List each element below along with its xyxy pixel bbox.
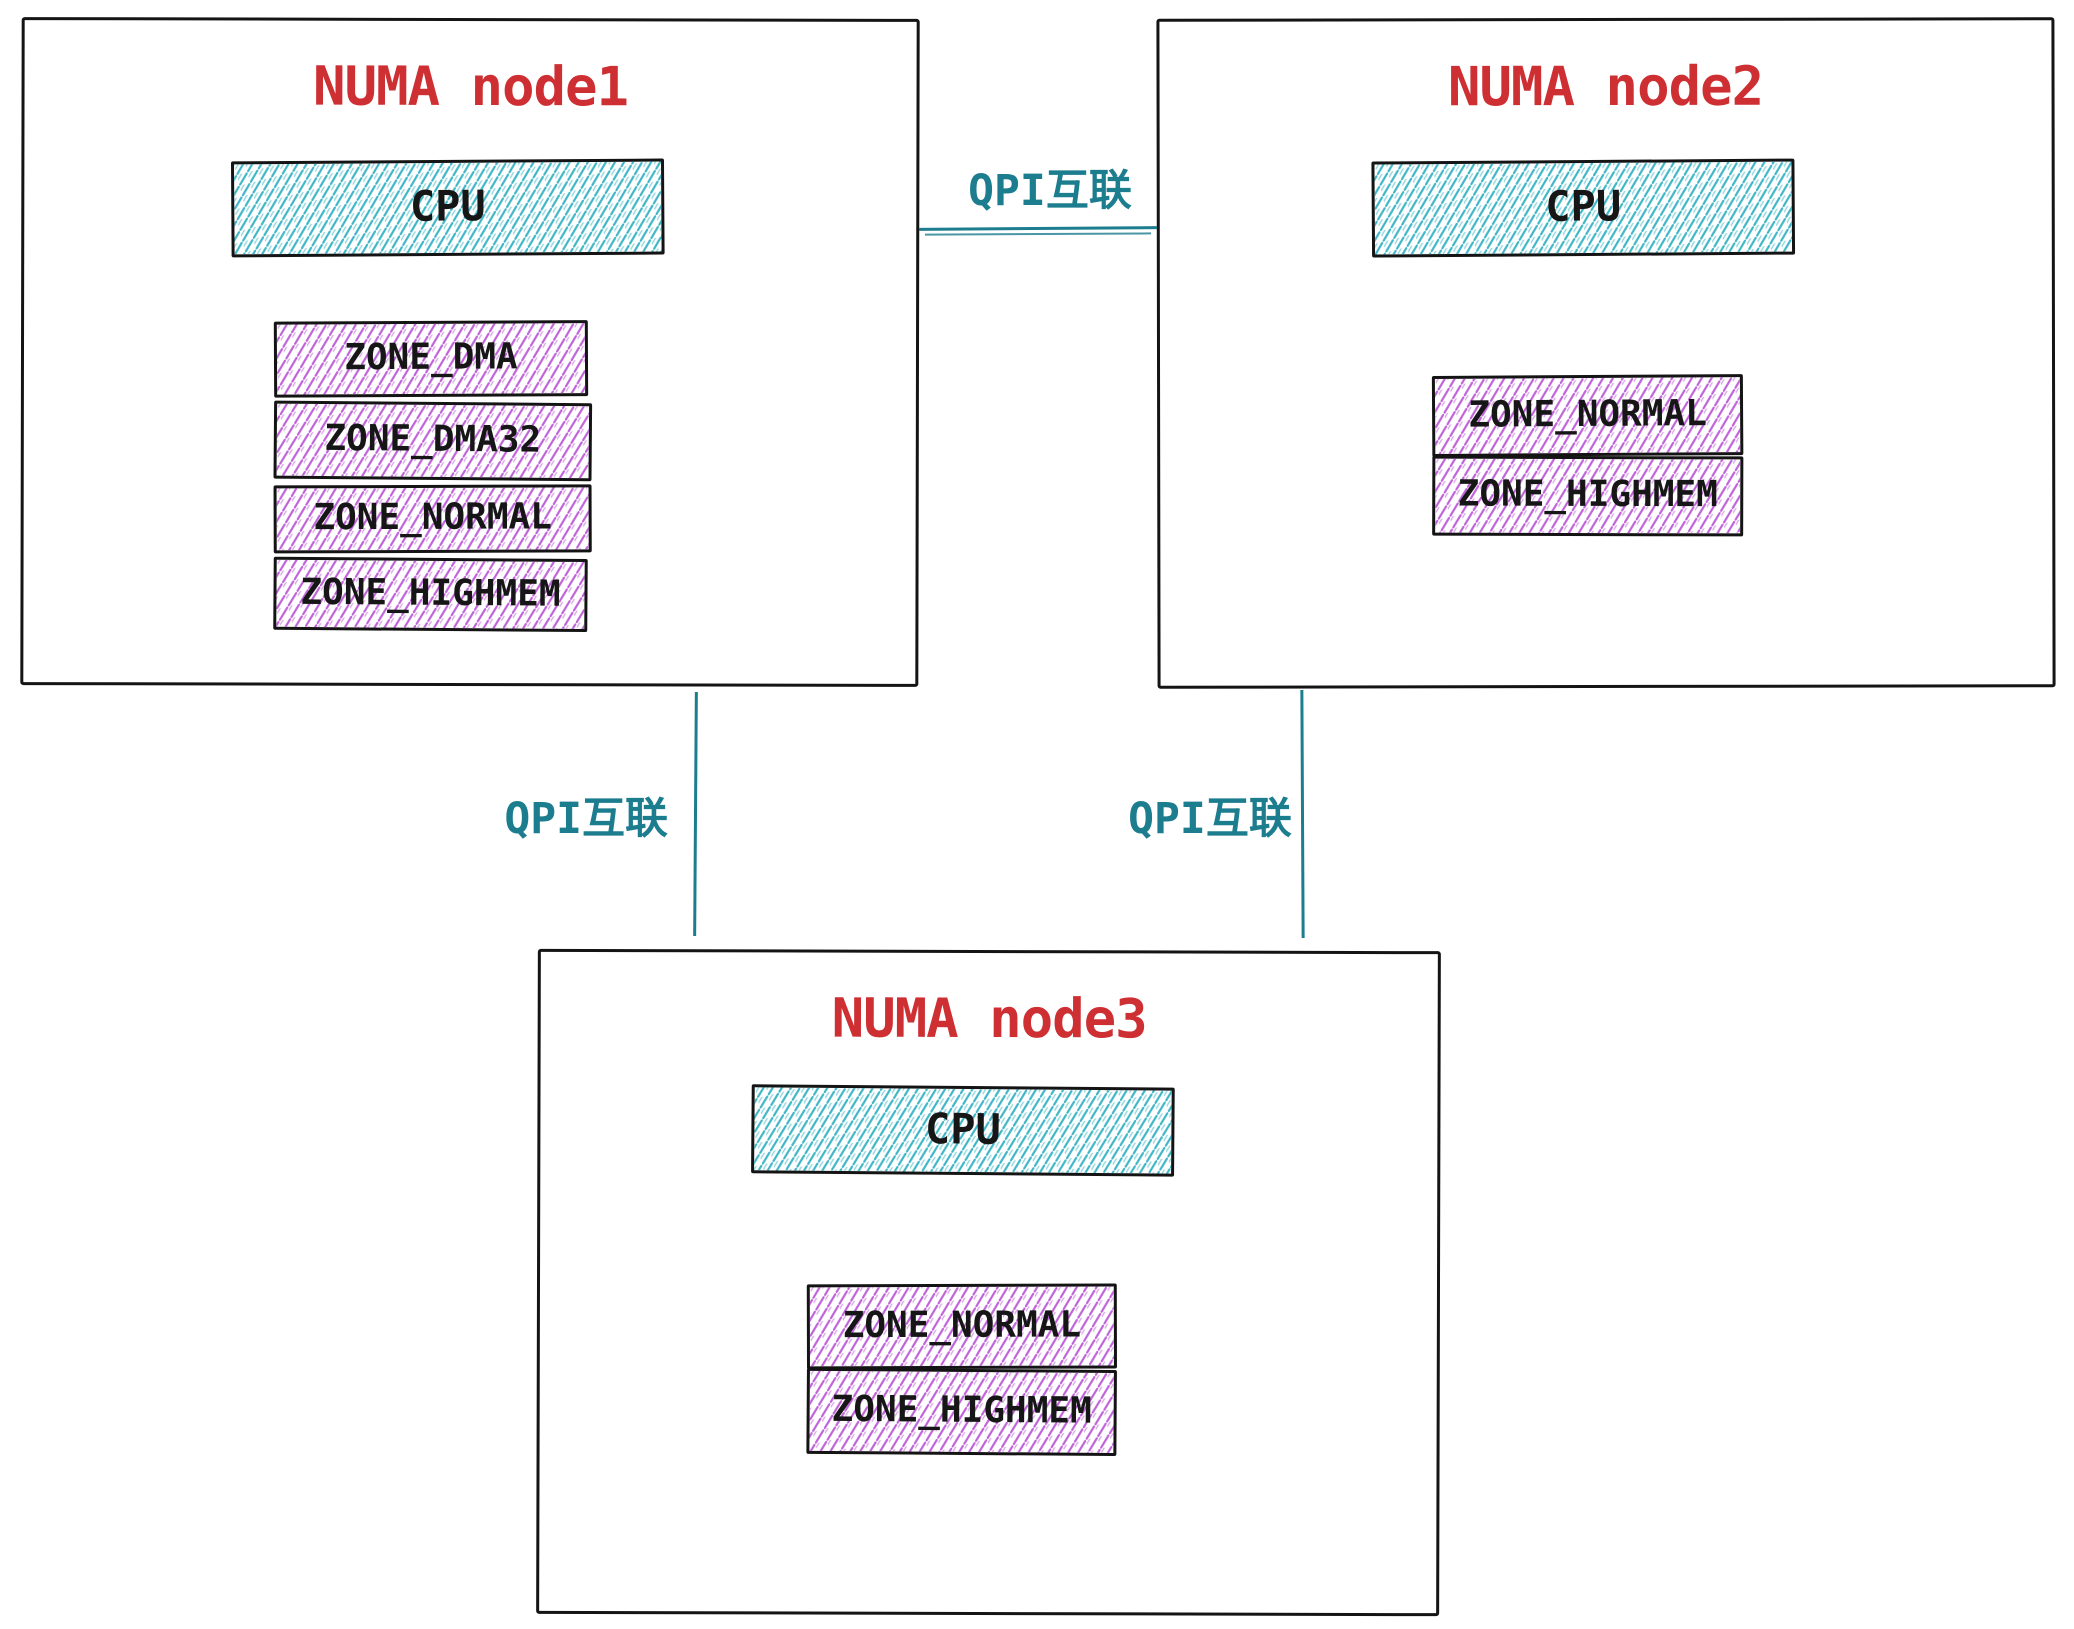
cpu-hatch-fill (754, 1087, 1172, 1174)
node1-zone-normal-box: ZONE_NORMAL (273, 484, 592, 554)
cpu-hatch-fill (234, 161, 662, 255)
node1-cpu-label: CPU (409, 181, 486, 231)
numa-node3-box: NUMA node3 CPU ZONE_NORMAL ZONE_HIGHMEM (536, 948, 1441, 1617)
node2-zone-highmem-label: ZONE_HIGHMEM (1457, 473, 1718, 516)
node3-zone-normal-box: ZONE_NORMAL (806, 1283, 1117, 1370)
node3-cpu-box: CPU (751, 1084, 1175, 1177)
qpi-link-line-node2-node3 (1300, 689, 1305, 939)
node3-cpu-label: CPU (924, 1103, 1002, 1154)
node1-zone-normal-label: ZONE_NORMAL (313, 496, 552, 539)
node2-zone-normal-label: ZONE_NORMAL (1468, 392, 1707, 436)
zone-hatch-fill (1435, 458, 1741, 534)
zone-hatch-fill (276, 323, 586, 395)
node3-zone-normal-label: ZONE_NORMAL (842, 1303, 1082, 1346)
node2-zone-highmem-box: ZONE_HIGHMEM (1432, 455, 1744, 537)
node1-zone-highmem-label: ZONE_HIGHMEM (300, 571, 561, 615)
numa-node1-box: NUMA node1 CPU ZONE_DMA ZONE_DMA32 ZONE_… (20, 17, 920, 687)
qpi-label-node2-node3: QPI互联 (1128, 794, 1292, 844)
node1-zone-dma-label: ZONE_DMA (344, 336, 518, 379)
node2-cpu-box: CPU (1371, 158, 1796, 258)
numa-node2-title: NUMA node2 (1447, 54, 1764, 119)
zone-hatch-fill (276, 559, 585, 630)
qpi-link-line-node1-node2-stroke2 (924, 232, 1152, 236)
numa-node2-box: NUMA node2 CPU ZONE_NORMAL ZONE_HIGHMEM (1156, 17, 2056, 689)
zone-hatch-fill (276, 403, 590, 479)
node2-zone-normal-box: ZONE_NORMAL (1431, 374, 1744, 457)
zone-hatch-fill (1434, 377, 1741, 454)
zone-hatch-fill (809, 1286, 1114, 1367)
node1-zone-dma-box: ZONE_DMA (273, 320, 589, 398)
qpi-label-node1-node2: QPI互联 (968, 166, 1132, 216)
numa-node3-title: NUMA node3 (831, 986, 1147, 1051)
node1-zone-highmem-box: ZONE_HIGHMEM (273, 556, 588, 633)
qpi-label-node1-node3: QPI互联 (504, 794, 668, 844)
qpi-link-line-node1-node3 (693, 691, 698, 937)
numa-node1-title: NUMA node1 (312, 54, 629, 119)
node1-zone-dma32-label: ZONE_DMA32 (324, 417, 542, 461)
node2-cpu-label: CPU (1545, 181, 1622, 231)
zone-hatch-fill (276, 487, 589, 551)
node3-zone-highmem-label: ZONE_HIGHMEM (831, 1388, 1092, 1432)
node1-zone-dma32-box: ZONE_DMA32 (273, 400, 593, 482)
cpu-hatch-fill (1374, 161, 1793, 255)
node3-zone-highmem-box: ZONE_HIGHMEM (806, 1367, 1117, 1457)
zone-hatch-fill (809, 1370, 1114, 1453)
node1-cpu-box: CPU (230, 158, 665, 258)
qpi-link-line-node1-node2 (918, 226, 1158, 231)
